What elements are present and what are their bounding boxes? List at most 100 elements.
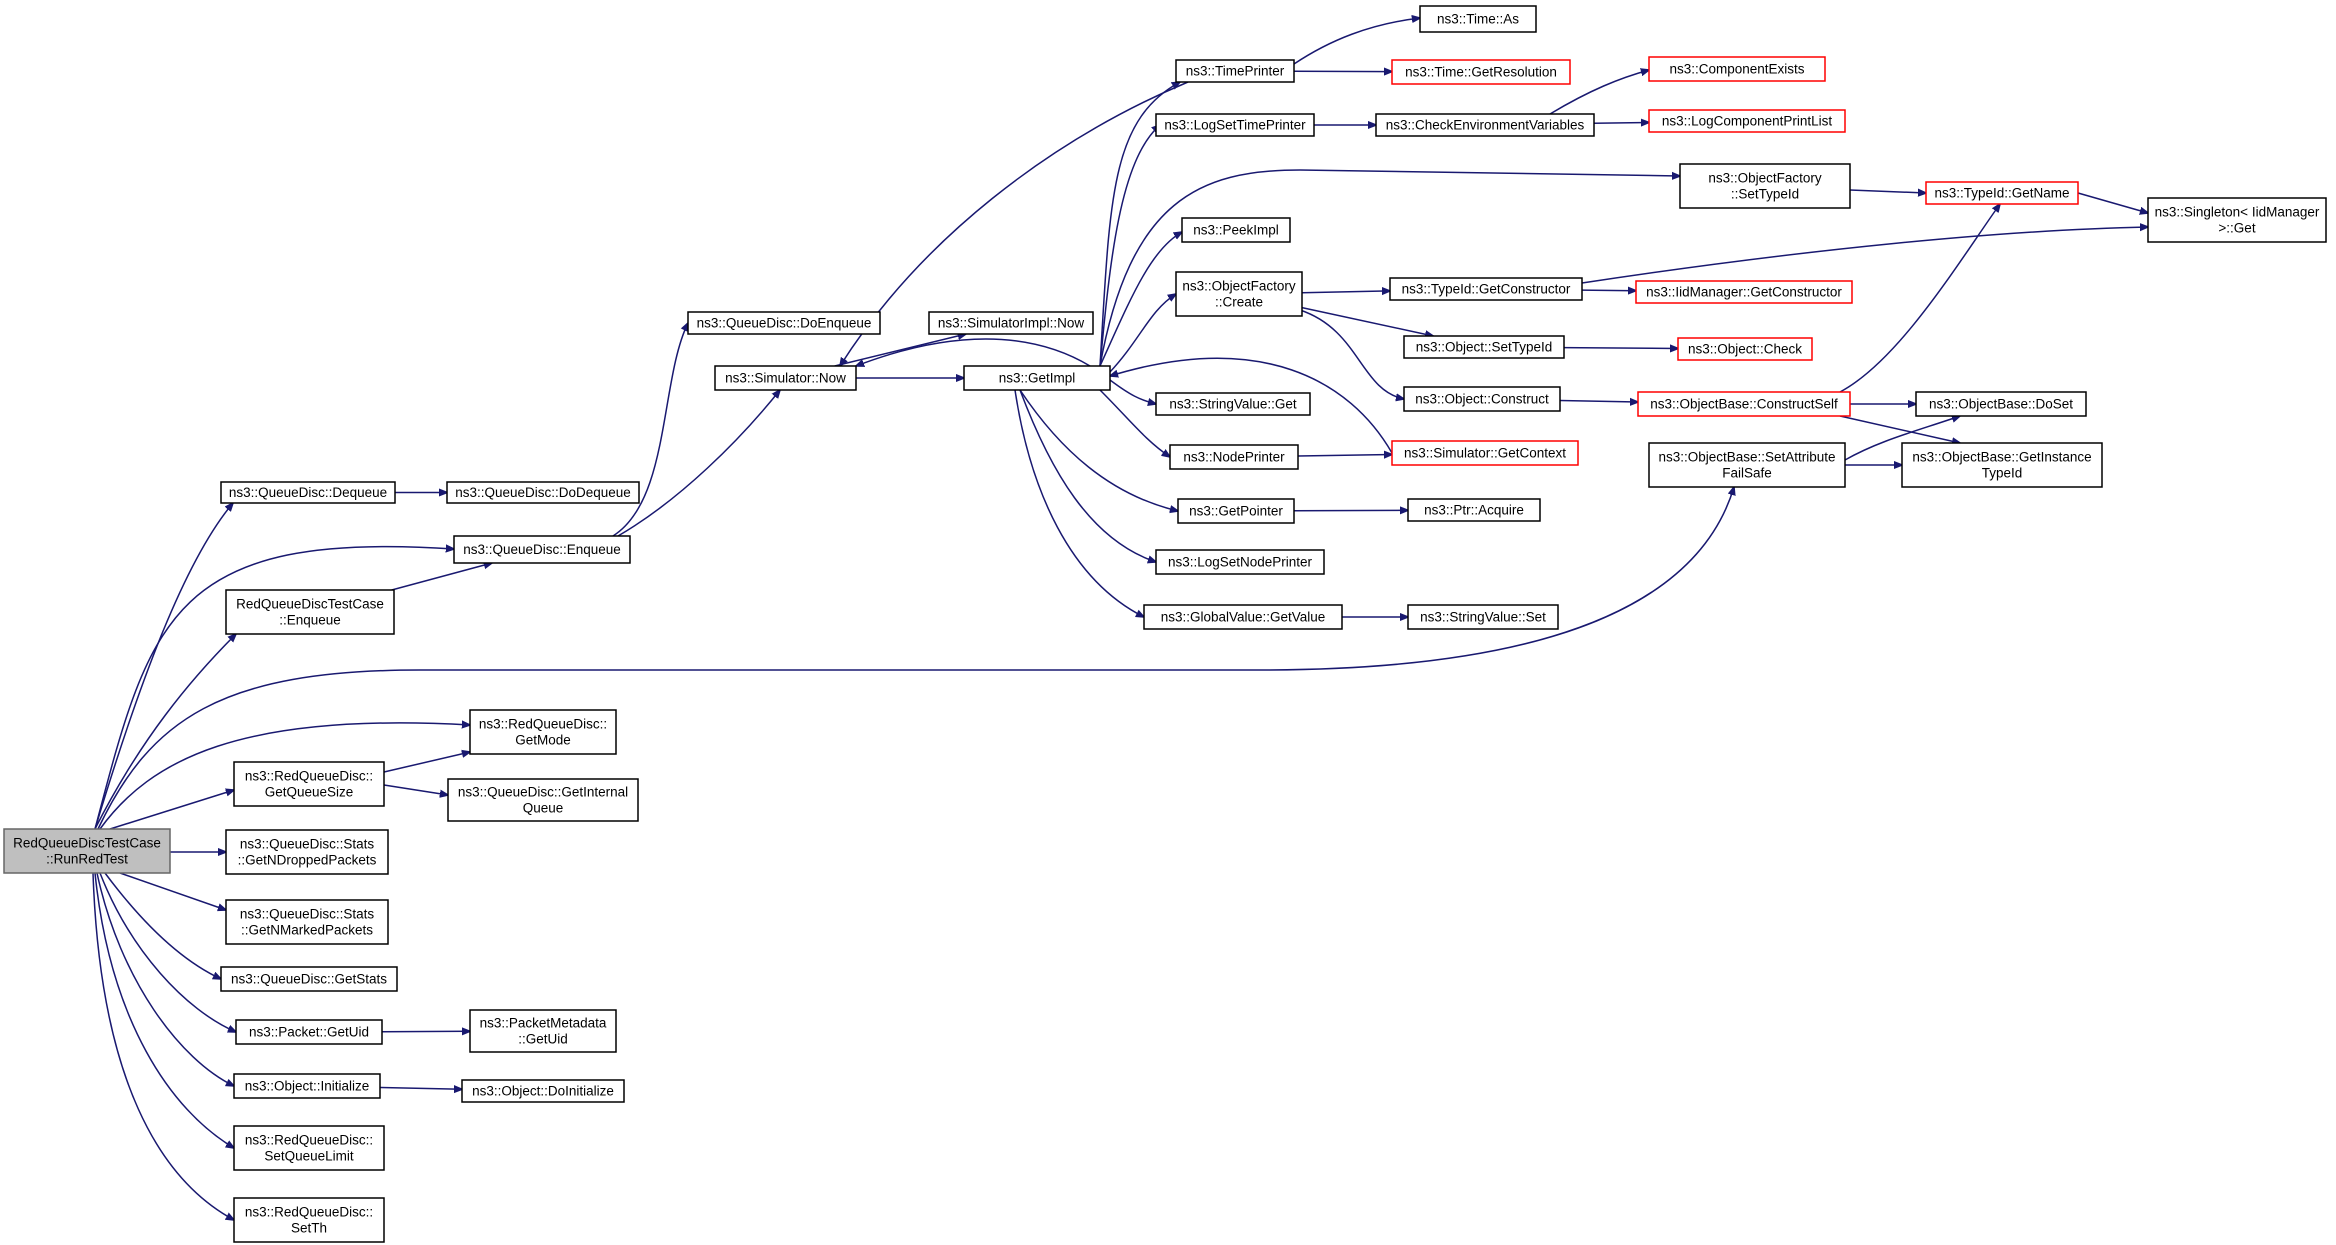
node-obj-doinit[interactable]: ns3::Object::DoInitialize [461,1079,625,1103]
node-label: ns3::QueueDisc::Enqueue [463,542,621,557]
node-typeid-getname[interactable]: ns3::TypeId::GetName [1925,181,2079,205]
edge-root-to-redtc_enqueue [94,634,236,830]
edge-getpointer-to-ptr_acquire [1293,510,1408,511]
edge-sim_now-to-simimpl_now [834,334,966,367]
node-box [225,829,389,875]
node-time-as[interactable]: ns3::Time::As [1419,5,1537,33]
node-time-getres[interactable]: ns3::Time::GetResolution [1391,59,1571,85]
node-box [1635,280,1853,304]
node-label: ns3::Simulator::GetContext [1404,445,1566,460]
node-typeid-getctor[interactable]: ns3::TypeId::GetConstructor [1389,277,1583,301]
node-simimpl-now[interactable]: ns3::SimulatorImpl::Now [928,311,1094,335]
node-label: ns3::ComponentExists [1669,61,1804,76]
node-sim-now[interactable]: ns3::Simulator::Now [714,365,857,391]
node-box [1181,217,1291,243]
node-qd-dodequeue[interactable]: ns3::QueueDisc::DoDequeue [446,481,640,504]
node-nodeprinter[interactable]: ns3::NodePrinter [1169,444,1299,470]
node-label: ns3::Singleton< IidManager [2155,204,2320,219]
node-rqd-getqsize[interactable]: ns3::RedQueueDisc::GetQueueSize [233,761,385,807]
node-rqd-setqlimit[interactable]: ns3::RedQueueDisc::SetQueueLimit [233,1125,385,1171]
node-of-create[interactable]: ns3::ObjectFactory::Create [1175,271,1303,317]
node-label: ns3::GetImpl [999,370,1076,385]
node-label: ns3::IidManager::GetConstructor [1646,284,1842,299]
node-getpointer[interactable]: ns3::GetPointer [1177,498,1295,524]
node-label: ::GetUid [518,1031,568,1046]
node-logcompprint[interactable]: ns3::LogComponentPrintList [1648,109,1846,133]
edge-ob_constructself-to-typeid_getname [1839,204,2000,393]
node-timeprinter[interactable]: ns3::TimePrinter [1175,59,1295,83]
node-pm-getuid[interactable]: ns3::PacketMetadata::GetUid [469,1009,617,1053]
node-label: ns3::GlobalValue::GetValue [1161,609,1326,624]
edge-root-to-obj_initialize [96,872,234,1086]
node-qd-getstats[interactable]: ns3::QueueDisc::GetStats [220,966,398,992]
node-logsettp[interactable]: ns3::LogSetTimePrinter [1155,113,1315,137]
node-box [1155,392,1311,416]
node-box [1677,337,1813,361]
node-label: ns3::RedQueueDisc:: [245,1132,373,1147]
node-stats-marked[interactable]: ns3::QueueDisc::Stats::GetNMarkedPackets [225,899,389,945]
edge-checkenv-to-logcompprint [1593,123,1649,124]
node-box [2147,197,2327,243]
node-label: ns3::TypeId::GetName [1934,185,2069,200]
node-label: ns3::Object::Construct [1415,391,1549,406]
node-box [1175,59,1295,83]
node-box [469,1009,617,1053]
edge-getimpl-to-sim_now [856,338,1091,366]
node-checkenv[interactable]: ns3::CheckEnvironmentVariables [1375,113,1595,137]
node-obj-construct[interactable]: ns3::Object::Construct [1403,386,1561,412]
node-box [220,481,396,504]
node-box [1419,5,1537,33]
node-packet-getuid[interactable]: ns3::Packet::GetUid [235,1019,383,1045]
node-box [461,1079,625,1103]
node-logsetnp[interactable]: ns3::LogSetNodePrinter [1155,549,1325,575]
node-label: ns3::QueueDisc::DoDequeue [455,485,631,500]
node-rqd-getmode[interactable]: ns3::RedQueueDisc::GetMode [469,709,617,755]
node-label: ns3::QueueDisc::Stats [240,906,375,921]
edge-getimpl-to-getpointer [1019,389,1178,511]
node-box [963,365,1111,391]
node-compexists[interactable]: ns3::ComponentExists [1648,56,1826,82]
node-stringvalue-get[interactable]: ns3::StringValue::Get [1155,392,1311,416]
node-of-settypeid[interactable]: ns3::ObjectFactory::SetTypeId [1679,163,1851,209]
node-qd-doenqueue[interactable]: ns3::QueueDisc::DoEnqueue [687,311,881,335]
node-ob-doset[interactable]: ns3::ObjectBase::DoSet [1915,391,2087,417]
node-obj-initialize[interactable]: ns3::Object::Initialize [233,1073,381,1099]
node-qd-enqueue[interactable]: ns3::QueueDisc::Enqueue [453,535,631,564]
node-label: ::GetNDroppedPackets [238,852,377,867]
node-root[interactable]: RedQueueDiscTestCase::RunRedTest [3,828,171,874]
node-label: ns3::ObjectBase::DoSet [1929,396,2073,411]
node-sim-getcontext[interactable]: ns3::Simulator::GetContext [1391,440,1579,466]
node-obj-check[interactable]: ns3::Object::Check [1677,337,1813,361]
node-redtc-enqueue[interactable]: RedQueueDiscTestCase::Enqueue [225,589,395,635]
node-label: ns3::Packet::GetUid [249,1024,369,1039]
edge-obj_initialize-to-obj_doinit [379,1088,462,1090]
node-label: ns3::Object::Initialize [245,1078,370,1093]
node-box [447,778,639,822]
node-stringvalue-set[interactable]: ns3::StringValue::Set [1407,604,1559,630]
node-singleton-get[interactable]: ns3::Singleton< IidManager>::Get [2147,197,2327,243]
node-ob-constructself[interactable]: ns3::ObjectBase::ConstructSelf [1637,391,1851,417]
node-label: ns3::LogSetNodePrinter [1168,554,1313,569]
node-label: ns3::TimePrinter [1186,63,1285,78]
edge-getimpl-to-nodeprinter [1099,389,1170,457]
node-peekimpl[interactable]: ns3::PeekImpl [1181,217,1291,243]
node-box [1407,498,1541,522]
edge-obj_construct-to-ob_constructself [1559,401,1638,403]
node-gv-getvalue[interactable]: ns3::GlobalValue::GetValue [1143,604,1343,630]
node-qd-dequeue[interactable]: ns3::QueueDisc::Dequeue [220,481,396,504]
node-obj-settypeid[interactable]: ns3::Object::SetTypeId [1403,335,1565,359]
edge-checkenv-to-compexists [1549,70,1649,115]
node-label: SetQueueLimit [264,1148,354,1163]
node-box [1375,113,1595,137]
node-stats-dropped[interactable]: ns3::QueueDisc::Stats::GetNDroppedPacket… [225,829,389,875]
edge-of_create-to-obj_construct [1299,309,1404,399]
node-label: ns3::Time::GetResolution [1405,64,1557,79]
node-rqd-setth[interactable]: ns3::RedQueueDisc::SetTh [233,1197,385,1243]
node-label: ns3::RedQueueDisc:: [245,1204,373,1219]
node-iidmgr-getctor[interactable]: ns3::IidManager::GetConstructor [1635,280,1853,304]
node-ptr-acquire[interactable]: ns3::Ptr::Acquire [1407,498,1541,522]
node-getimpl[interactable]: ns3::GetImpl [963,365,1111,391]
